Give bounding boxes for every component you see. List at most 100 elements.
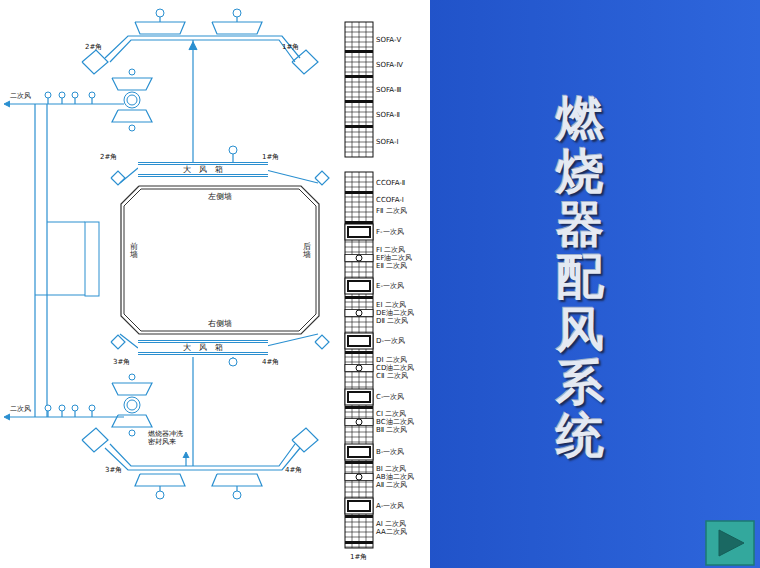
arrow-head (4, 101, 10, 107)
air-line (8, 416, 124, 417)
air-duct (110, 40, 295, 62)
strip-grid (345, 67, 373, 68)
wall-name: 前墙 (130, 243, 138, 260)
strip-grid (345, 37, 373, 38)
corner-burner (315, 335, 329, 349)
fan-symbol (124, 92, 140, 108)
fan-box (112, 78, 152, 90)
fan-symbol (127, 95, 137, 105)
strip-grid (345, 302, 373, 303)
primary-air-port (348, 392, 370, 402)
strip-bar (345, 50, 373, 53)
furnace-wall (121, 186, 319, 334)
strip-grid (345, 272, 373, 273)
gauge-stem (159, 486, 160, 491)
oil-port (345, 310, 373, 317)
strip-grid (345, 492, 373, 493)
elevation-label: BⅡ 二次风 (376, 426, 407, 434)
gauge-stem (236, 17, 237, 22)
elevation-label: AⅡ 二次风 (376, 481, 407, 489)
strip-grid (345, 62, 373, 63)
gauge-stem (74, 411, 75, 417)
elevation-label: CD油二次风 (376, 364, 414, 372)
corner-burner (82, 428, 108, 452)
strip-grid (345, 527, 373, 528)
gauge-symbol (45, 405, 51, 411)
gauge-symbol (233, 9, 241, 17)
strip-bar (345, 100, 373, 103)
elevation-label: DⅠ 二次风 (376, 356, 407, 364)
fan-symbol (124, 397, 140, 413)
gauge-stem (159, 17, 160, 22)
oil-port (345, 255, 373, 262)
air-duct (105, 36, 300, 58)
strip-grid (345, 327, 373, 328)
strip-bar (345, 351, 373, 354)
air-line (35, 294, 85, 295)
arrow-head (4, 414, 10, 420)
elevation-label: SOFA-Ⅱ (376, 111, 400, 119)
oil-gun-symbol (356, 365, 362, 371)
gauge-symbol (129, 125, 135, 131)
strip-grid (345, 482, 373, 483)
strip-grid (345, 32, 373, 33)
strip-grid (345, 112, 373, 113)
gauge-stem (232, 154, 233, 162)
gauge-symbol (72, 92, 78, 98)
strip-grid (345, 487, 373, 488)
strip-grid (345, 412, 373, 413)
strip-grid (345, 137, 373, 138)
wall-name: 右侧墙 (120, 319, 320, 328)
gauge-symbol (72, 405, 78, 411)
windbox-name: 大风箱 (138, 165, 268, 174)
strip-grid (345, 472, 373, 473)
gauge-symbol (89, 92, 95, 98)
part-label: 二次风 (10, 92, 31, 100)
gauge-symbol (156, 9, 164, 17)
elevation-label: EⅡ 二次风 (376, 262, 407, 270)
gauge-stem (61, 98, 62, 104)
strip-grid (345, 72, 373, 73)
air-duct (105, 448, 300, 470)
wall-name: 后墙 (303, 243, 311, 260)
gauge-stem (47, 411, 48, 417)
strip-bar (345, 75, 373, 78)
gauge-symbol (156, 491, 164, 499)
strip-grid (345, 332, 373, 333)
wall-name: 左侧墙 (120, 192, 320, 201)
strip-grid (345, 57, 373, 58)
gauge-symbol (229, 358, 237, 366)
gauge-stem (47, 98, 48, 104)
windbox-name: 大风箱 (138, 343, 268, 352)
strip-grid (345, 107, 373, 108)
air-line (47, 221, 85, 222)
gauge-stem (74, 98, 75, 104)
elevation-label: A-一次风 (376, 502, 404, 510)
air-line (120, 334, 138, 348)
gauge-symbol (59, 405, 65, 411)
corner-burner (315, 171, 329, 185)
primary-air-port (345, 278, 373, 294)
strip-bar (345, 515, 373, 518)
gauge-symbol (129, 430, 135, 436)
fan-box (112, 383, 152, 395)
elevation-label: SOFA-Ⅳ (376, 61, 403, 69)
corner-burner (111, 335, 125, 349)
arrow-head (189, 42, 197, 50)
gauge-stem (91, 98, 92, 104)
part-label: 1#角 (350, 553, 367, 561)
elevation-label: AB油二次风 (376, 473, 414, 481)
elevation-label: CCOFA-Ⅱ (376, 179, 405, 187)
burner-box (212, 474, 262, 486)
strip-grid (345, 382, 373, 383)
strip-grid (345, 47, 373, 48)
elevation-label: SOFA-Ⅰ (376, 138, 399, 146)
strip-grid (345, 467, 373, 468)
part-label: 4#角 (262, 358, 279, 366)
strip-grid (345, 87, 373, 88)
strip-grid (345, 177, 373, 178)
strip-grid (345, 147, 373, 148)
windbox-band: 大风箱 (138, 162, 268, 177)
elevation-label: CⅡ 二次风 (376, 372, 408, 380)
windbox-band: 大风箱 (138, 340, 268, 355)
